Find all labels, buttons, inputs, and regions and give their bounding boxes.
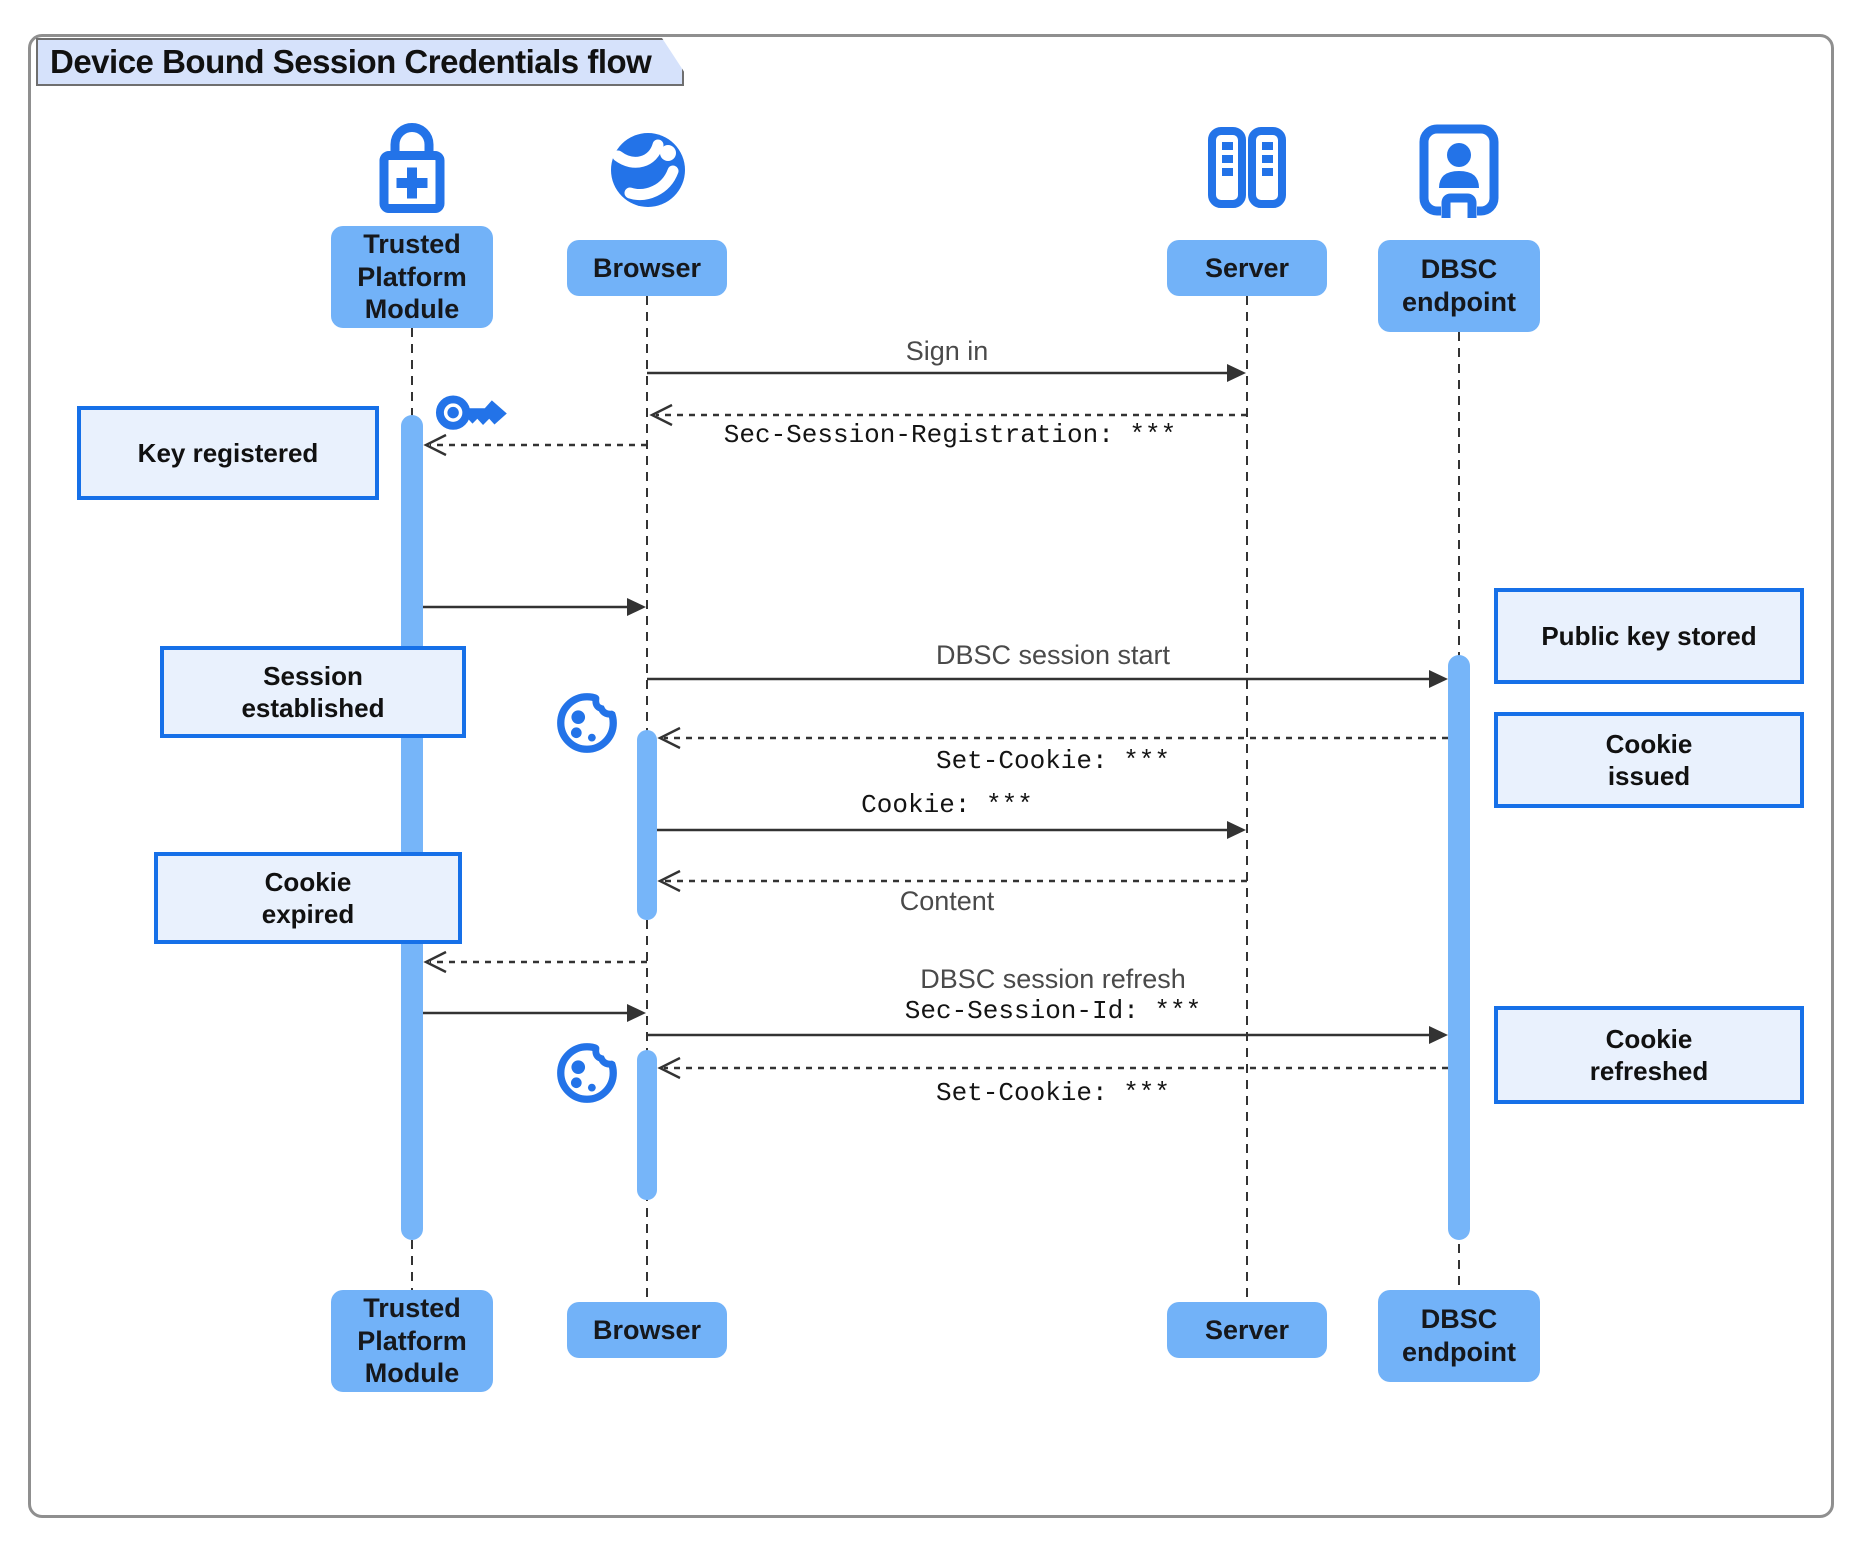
message-label-dbsc-session-start: DBSC session start xyxy=(935,640,1171,670)
cookie-icon xyxy=(552,1038,622,1108)
note-cookie-expired: Cookie expired xyxy=(154,852,462,944)
lock-plus-icon xyxy=(362,112,462,220)
note-session-established: Session established xyxy=(160,646,466,738)
message-label-sec-session-registration: Sec-Session-Registration: *** xyxy=(723,420,1177,450)
participant-dbsc-top: DBSC endpoint xyxy=(1378,240,1540,332)
globe-icon xyxy=(608,130,688,210)
participant-browser-top: Browser xyxy=(567,240,727,296)
participant-dbsc-bottom: DBSC endpoint xyxy=(1378,1290,1540,1382)
activation-bars xyxy=(401,415,1470,1240)
participant-server-top: Server xyxy=(1167,240,1327,296)
diagram-title: Device Bound Session Credentials flow xyxy=(36,38,684,86)
participant-tpm-bottom: Trusted Platform Module xyxy=(331,1290,493,1392)
message-label-set-cookie-2: Set-Cookie: *** xyxy=(935,1078,1171,1108)
id-badge-icon xyxy=(1415,120,1503,220)
message-label-dbsc-session-refresh: DBSC session refresh xyxy=(920,964,1186,994)
message-label-sec-session-id: Sec-Session-Id: *** xyxy=(904,996,1202,1026)
message-label-cookie: Cookie: *** xyxy=(861,790,1033,820)
messages-arrows xyxy=(423,364,1448,1080)
note-cookie-issued: Cookie issued xyxy=(1494,712,1804,808)
message-label-set-cookie-1: Set-Cookie: *** xyxy=(935,746,1171,776)
participant-tpm-top: Trusted Platform Module xyxy=(331,226,493,328)
message-label-content: Content xyxy=(899,886,995,916)
note-public-key-stored: Public key stored xyxy=(1494,588,1804,684)
key-icon xyxy=(432,382,520,438)
message-label-sign-in: Sign in xyxy=(905,336,989,366)
participant-browser-bottom: Browser xyxy=(567,1302,727,1358)
participant-server-bottom: Server xyxy=(1167,1302,1327,1358)
note-key-registered: Key registered xyxy=(77,406,379,500)
note-cookie-refreshed: Cookie refreshed xyxy=(1494,1006,1804,1104)
cookie-icon xyxy=(552,688,622,758)
server-rack-icon xyxy=(1199,126,1295,210)
